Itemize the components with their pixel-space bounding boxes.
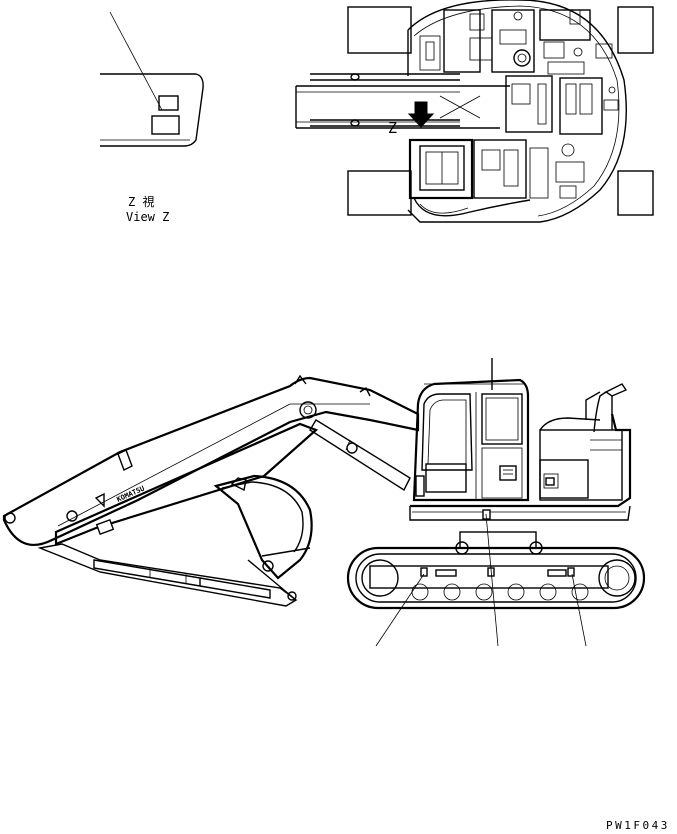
- decal-lower: [151, 115, 180, 135]
- decal-upper: [158, 95, 179, 111]
- leader-line-track-center: [485, 513, 499, 647]
- boom-cylinder: [309, 419, 411, 492]
- operator-cab: [412, 358, 530, 502]
- bucket: [213, 474, 313, 601]
- side-view-excavator: KOMATSU: [2, 358, 646, 647]
- decal-cab-door: [499, 465, 517, 481]
- callout-box-bottom-left: [347, 170, 412, 216]
- decal-track-left: [420, 567, 428, 577]
- view-arrow-icon: [407, 101, 435, 128]
- arrow-z-letter: Z: [388, 119, 397, 137]
- decal-track-right: [567, 567, 575, 577]
- arm: [37, 422, 319, 607]
- callout-box-bottom-right: [617, 170, 654, 216]
- arm-cylinder: [93, 559, 271, 599]
- leader-line-track-left: [375, 573, 425, 647]
- decal-arm: [95, 519, 115, 535]
- decal-engine-cover: [545, 477, 555, 486]
- cab-top-outline: [408, 138, 474, 200]
- callout-box-top-left: [347, 6, 412, 54]
- track-assembly: [346, 531, 646, 610]
- top-view-excavator: Z: [295, 0, 654, 223]
- view-z-label-english: View Z: [126, 210, 169, 224]
- boom: KOMATSU: [2, 374, 420, 546]
- view-z-label-kanji: Z 視: [128, 194, 154, 209]
- drawing-code: PW1F043: [606, 819, 670, 832]
- callout-box-top-right: [617, 6, 654, 54]
- idler-wheel: [361, 559, 399, 597]
- leader-line-view-z: [109, 11, 163, 111]
- boom-foot-pin: [299, 401, 317, 419]
- view-z-detail: Z 視 View Z: [100, 11, 204, 224]
- leader-line-track-right: [571, 573, 587, 647]
- sprocket-wheel: [598, 559, 636, 597]
- upper-structure: [409, 383, 632, 521]
